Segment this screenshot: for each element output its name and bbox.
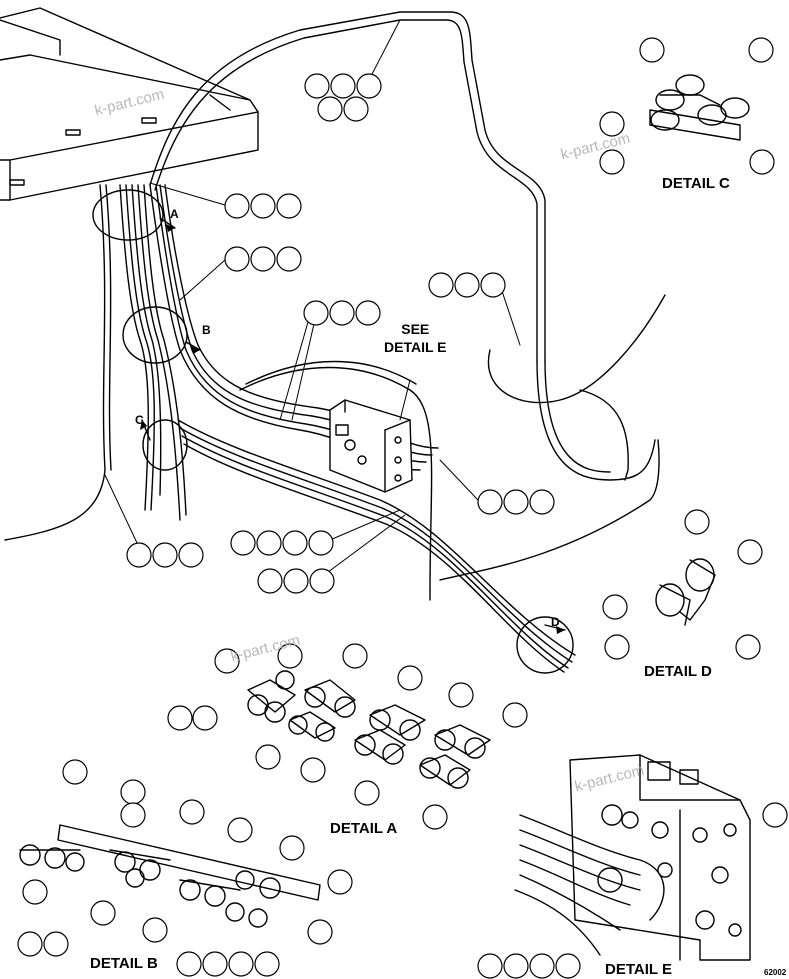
balloon-group-detail-c: [599, 37, 775, 175]
drawing-code: 62002: [764, 968, 787, 977]
balloon-group-top: [304, 73, 382, 122]
detail-b-title: DETAIL B: [90, 955, 158, 972]
detail-e-assembly: [514, 754, 751, 961]
balloon-group-left: [126, 542, 204, 568]
upper-hose-run: [149, 11, 666, 481]
detail-d-title: DETAIL D: [644, 663, 712, 680]
detail-c-assembly: [649, 74, 750, 141]
balloon-group-detail-b: [17, 759, 353, 977]
balloon-group-valve: [477, 489, 555, 515]
detail-d-assembly: [655, 558, 716, 626]
callout-letter-d: D: [551, 615, 560, 629]
balloon-group-b-leader: [224, 246, 302, 272]
balloon-group-a-leader: [224, 193, 302, 219]
callout-letter-b: B: [202, 323, 211, 337]
detail-b-assembly: [19, 824, 321, 928]
balloon-group-detail-a: [167, 643, 528, 830]
callout-letter-c: C: [135, 413, 144, 427]
balloon-group-center-upper: [230, 530, 334, 556]
see-detail-e-note: SEE DETAIL E: [384, 320, 447, 356]
cab-structure: [0, 7, 259, 201]
main-valve-block: [329, 399, 413, 493]
leader-lines: [104, 19, 521, 579]
see-detail-line-2: DETAIL E: [384, 339, 447, 355]
balloon-group-mid: [303, 300, 381, 326]
arrow-heads: [140, 224, 565, 634]
detail-a-clamps: [247, 670, 491, 789]
callout-letter-a: A: [170, 207, 179, 221]
balloon-group-center-lower: [257, 568, 335, 594]
detail-c-title: DETAIL C: [662, 175, 730, 192]
callout-ellipses: [92, 189, 574, 674]
balloon-group-detail-e: [477, 802, 788, 979]
balloon-group-right: [428, 272, 506, 298]
balloon-group-detail-d: [602, 509, 763, 660]
balloon-callouts: [17, 37, 788, 979]
detail-e-title: DETAIL E: [605, 961, 672, 978]
detail-a-title: DETAIL A: [330, 820, 398, 837]
see-detail-line-1: SEE: [401, 321, 430, 337]
